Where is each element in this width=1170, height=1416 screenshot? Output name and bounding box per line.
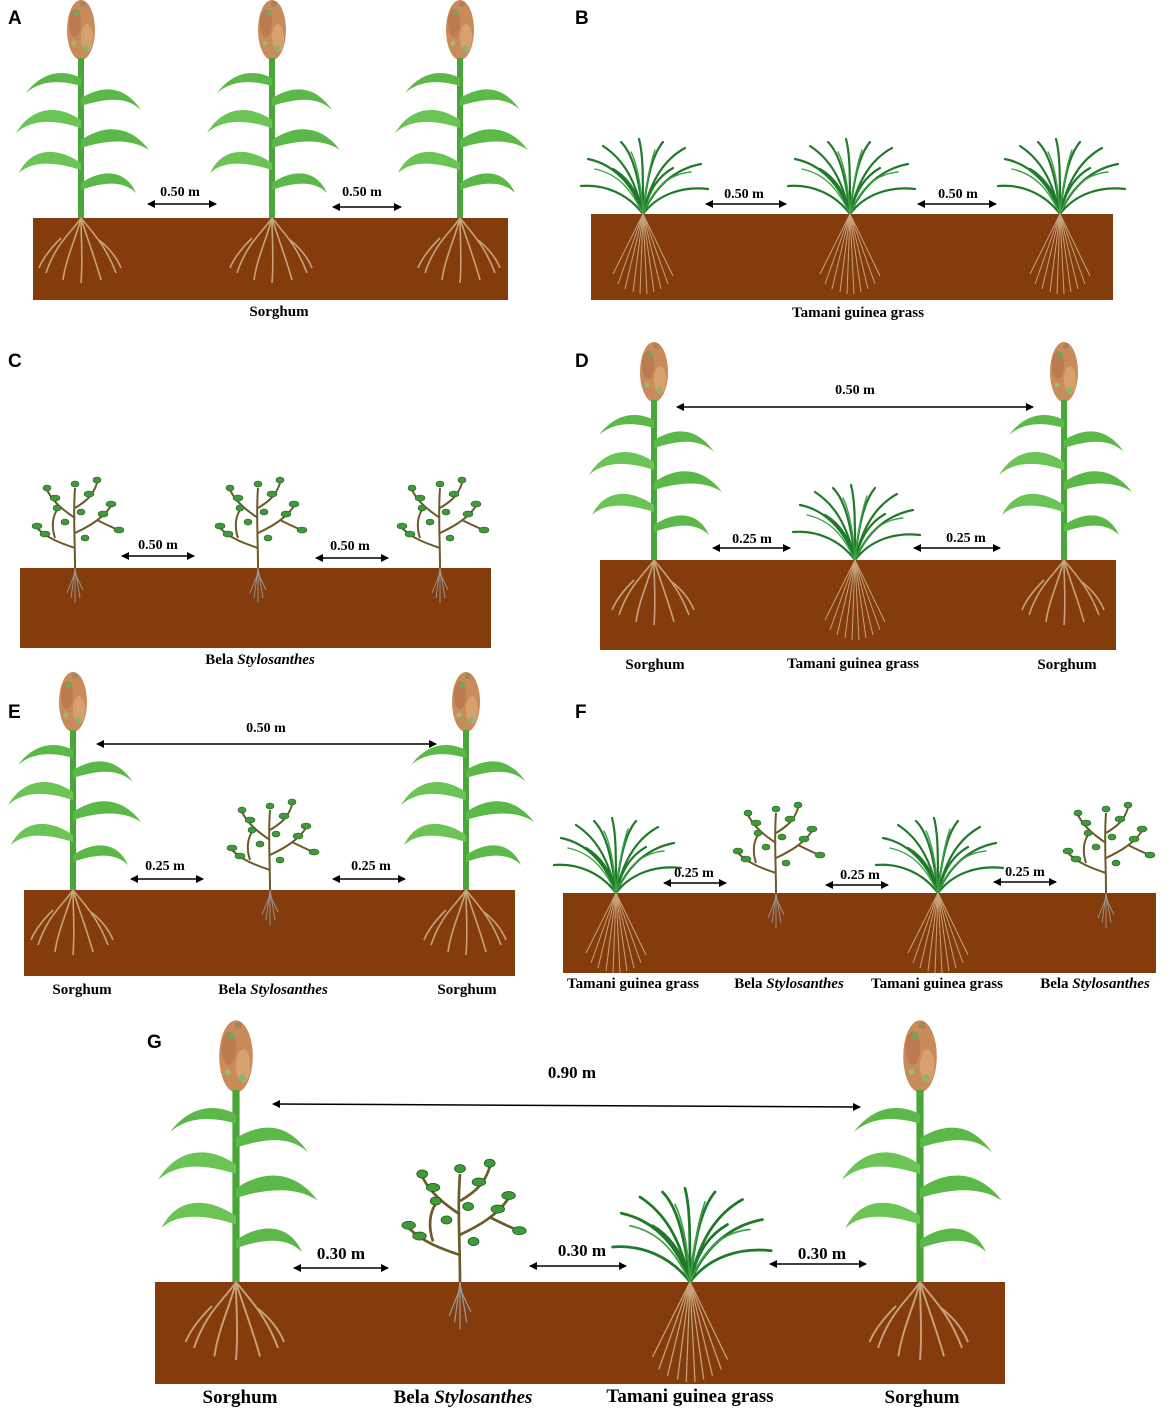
caption-guinea-grass: Tamani guinea grass <box>871 976 1003 992</box>
caption-guinea-grass: Tamani guinea grass <box>606 1386 773 1407</box>
distance-label: 0.50 m <box>724 187 764 202</box>
distance-label: 0.30 m <box>798 1244 846 1263</box>
soil-bed-a <box>33 218 508 300</box>
panel-letter-c: C <box>8 351 22 372</box>
panel-letter-d: D <box>575 351 589 372</box>
caption-guinea-grass: Tamani guinea grass <box>567 976 699 992</box>
distance-label: 0.25 m <box>732 532 772 547</box>
caption-stylosanthes: Bela Stylosanthes <box>734 976 844 992</box>
panel-d: D 0.50 m 0.25 m 0.25 m Sorghum Tamani gu… <box>575 341 1133 673</box>
caption-stylosanthes: Bela Stylosanthes <box>205 652 315 668</box>
panel-letter-a: A <box>8 8 22 29</box>
distance-label-top: 0.50 m <box>835 383 875 398</box>
caption-sorghum: Sorghum <box>52 982 112 998</box>
soil-bed-e <box>24 890 515 976</box>
panel-c: C 0.50 m 0.50 m Bela Stylosanthes <box>8 351 491 668</box>
distance-arrow-top <box>272 1100 861 1111</box>
soil-bed-g <box>155 1282 1005 1384</box>
panel-f: F 0.25 m 0.25 m 0.25 m Tamani guinea gra… <box>552 702 1156 992</box>
caption-sorghum: Sorghum <box>885 1387 960 1408</box>
distance-label: 0.50 m <box>342 185 382 200</box>
caption-guinea-grass: Tamani guinea grass <box>787 656 919 672</box>
distance-label: 0.50 m <box>938 187 978 202</box>
caption-sorghum: Sorghum <box>249 304 309 320</box>
distance-label: 0.25 m <box>840 868 880 883</box>
panel-letter-b: B <box>575 8 589 29</box>
distance-label: 0.25 m <box>674 866 714 881</box>
caption-guinea-grass: Tamani guinea grass <box>792 305 924 321</box>
soil-bed-c <box>20 568 491 648</box>
distance-label: 0.25 m <box>145 859 185 874</box>
caption-sorghum: Sorghum <box>203 1387 278 1408</box>
distance-label: 0.25 m <box>946 531 986 546</box>
panel-g: G 0.90 m 0.30 m 0.30 m 0.30 m Sorghum Be… <box>147 1019 1005 1408</box>
caption-sorghum: Sorghum <box>625 657 685 673</box>
distance-label-top: 0.90 m <box>548 1063 596 1082</box>
panel-e: E 0.50 m 0.25 m 0.25 m Sorghum Bela Styl… <box>7 671 535 998</box>
distance-label: 0.25 m <box>351 859 391 874</box>
caption-sorghum: Sorghum <box>437 982 497 998</box>
distance-label: 0.30 m <box>317 1244 365 1263</box>
soil-bed-d <box>600 560 1116 650</box>
caption-stylosanthes: Bela Stylosanthes <box>394 1387 533 1408</box>
panel-letter-f: F <box>575 702 587 723</box>
soil-bed-f <box>563 893 1156 973</box>
distance-label: 0.25 m <box>1005 865 1045 880</box>
caption-stylosanthes: Bela Stylosanthes <box>1040 976 1150 992</box>
distance-label: 0.50 m <box>160 185 200 200</box>
distance-label: 0.30 m <box>558 1241 606 1260</box>
panel-letter-e: E <box>8 702 21 723</box>
caption-stylosanthes: Bela Stylosanthes <box>218 982 328 998</box>
panel-b: B 0.50 m 0.50 m Tamani guinea grass <box>575 8 1127 321</box>
panel-a: A 0.50 m 0.50 m Sorghum <box>8 0 529 320</box>
distance-label-top: 0.50 m <box>246 721 286 736</box>
panel-letter-g: G <box>147 1032 162 1053</box>
distance-label: 0.50 m <box>138 538 178 553</box>
distance-label: 0.50 m <box>330 539 370 554</box>
caption-sorghum: Sorghum <box>1037 657 1097 673</box>
